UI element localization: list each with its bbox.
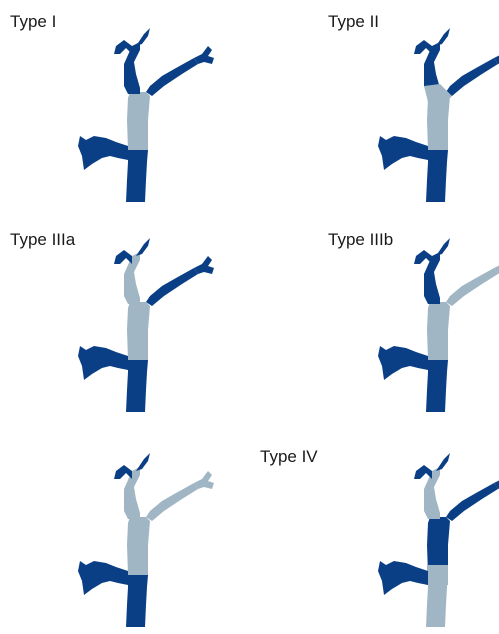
type-4-label: Type IV — [260, 447, 318, 467]
right-hepatic-duct — [446, 483, 498, 521]
type-3b-label: Type IIIb — [328, 230, 393, 250]
tumor-segment — [427, 302, 450, 360]
right-hepatic-tip — [194, 256, 214, 274]
type-3b-diagram — [438, 360, 439, 361]
mid-tumor-band — [427, 565, 448, 585]
common-bile-duct-segment — [126, 360, 148, 412]
type-4-diagram-b — [438, 575, 439, 576]
type-1-label: Type I — [10, 12, 56, 32]
left-hepatic-tip — [114, 238, 150, 264]
cystic-duct — [78, 136, 128, 170]
right-hepatic-duct — [446, 58, 498, 96]
right-hepatic-duct-tumor — [446, 268, 498, 306]
type-3a-label: Type IIIa — [10, 230, 75, 250]
right-hepatic-tip-tumor — [194, 471, 214, 489]
left-hepatic-tip — [414, 453, 450, 479]
left-hepatic-tip — [114, 28, 150, 54]
cystic-duct — [78, 346, 128, 380]
cystic-duct — [78, 561, 128, 595]
tumor-segment — [127, 92, 150, 150]
common-bile-duct-segment — [426, 150, 448, 202]
common-bile-duct-segment — [426, 360, 448, 412]
type-1-diagram — [138, 150, 139, 151]
tumor-segment — [127, 517, 150, 575]
confluence-tumor — [424, 84, 452, 102]
left-hepatic-tip — [414, 238, 450, 264]
right-hepatic-duct — [146, 58, 198, 96]
common-bile-duct-segment — [126, 575, 148, 627]
cystic-duct — [378, 136, 428, 170]
right-hepatic-duct-tumor — [146, 483, 198, 521]
common-bile-duct-segment — [126, 150, 148, 202]
type-3a-diagram — [138, 360, 139, 361]
right-hepatic-duct — [146, 268, 198, 306]
cystic-duct — [378, 346, 428, 380]
left-hepatic-tip — [114, 453, 150, 479]
right-hepatic-tip — [194, 46, 214, 64]
left-hepatic-tip — [414, 28, 450, 54]
type-4-diagram-a — [138, 575, 139, 576]
type-2-label: Type II — [328, 12, 379, 32]
type-2-diagram — [438, 150, 439, 151]
cystic-duct — [378, 561, 428, 595]
tumor-segment — [127, 302, 150, 360]
